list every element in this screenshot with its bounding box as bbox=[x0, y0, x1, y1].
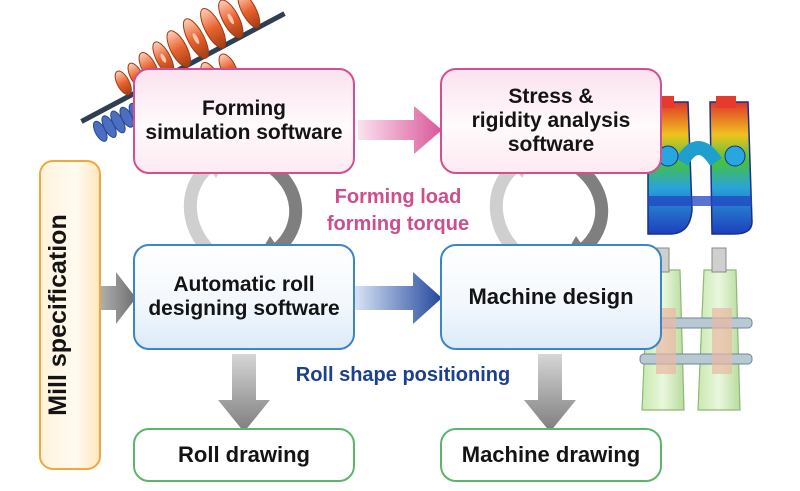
forming-load-label: Forming load bbox=[334, 186, 462, 208]
arrow-forming-to-stress bbox=[358, 106, 442, 154]
roll-shape-positioning-label: Roll shape positioning bbox=[295, 364, 511, 386]
roll-drawing-node: Roll drawing bbox=[133, 428, 355, 482]
cycle-arrow-left-down bbox=[260, 156, 303, 256]
mill-specification-label: Mill specification bbox=[43, 214, 72, 416]
arrow-autoroll-to-machine bbox=[355, 272, 442, 324]
mill-specification-node bbox=[39, 160, 101, 470]
stress-analysis-illustration bbox=[647, 96, 753, 235]
arrow-autoroll-to-rolldrawing bbox=[218, 354, 270, 432]
arrow-spec-to-autoroll bbox=[100, 272, 136, 324]
machine-drawing-node: Machine drawing bbox=[440, 428, 662, 482]
machine-design-node: Machine design bbox=[440, 244, 662, 350]
arrow-machine-to-machinedrawing bbox=[524, 354, 576, 432]
roll-stand-illustration bbox=[639, 247, 753, 411]
auto-roll-design-node: Automatic roll designing software bbox=[133, 244, 355, 350]
forming-simulation-node: Forming simulation software bbox=[133, 68, 355, 174]
stress-analysis-node: Stress & rigidity analysis software bbox=[440, 68, 662, 174]
forming-torque-label: forming torque bbox=[326, 213, 470, 235]
cycle-arrow-right-down bbox=[566, 156, 609, 256]
